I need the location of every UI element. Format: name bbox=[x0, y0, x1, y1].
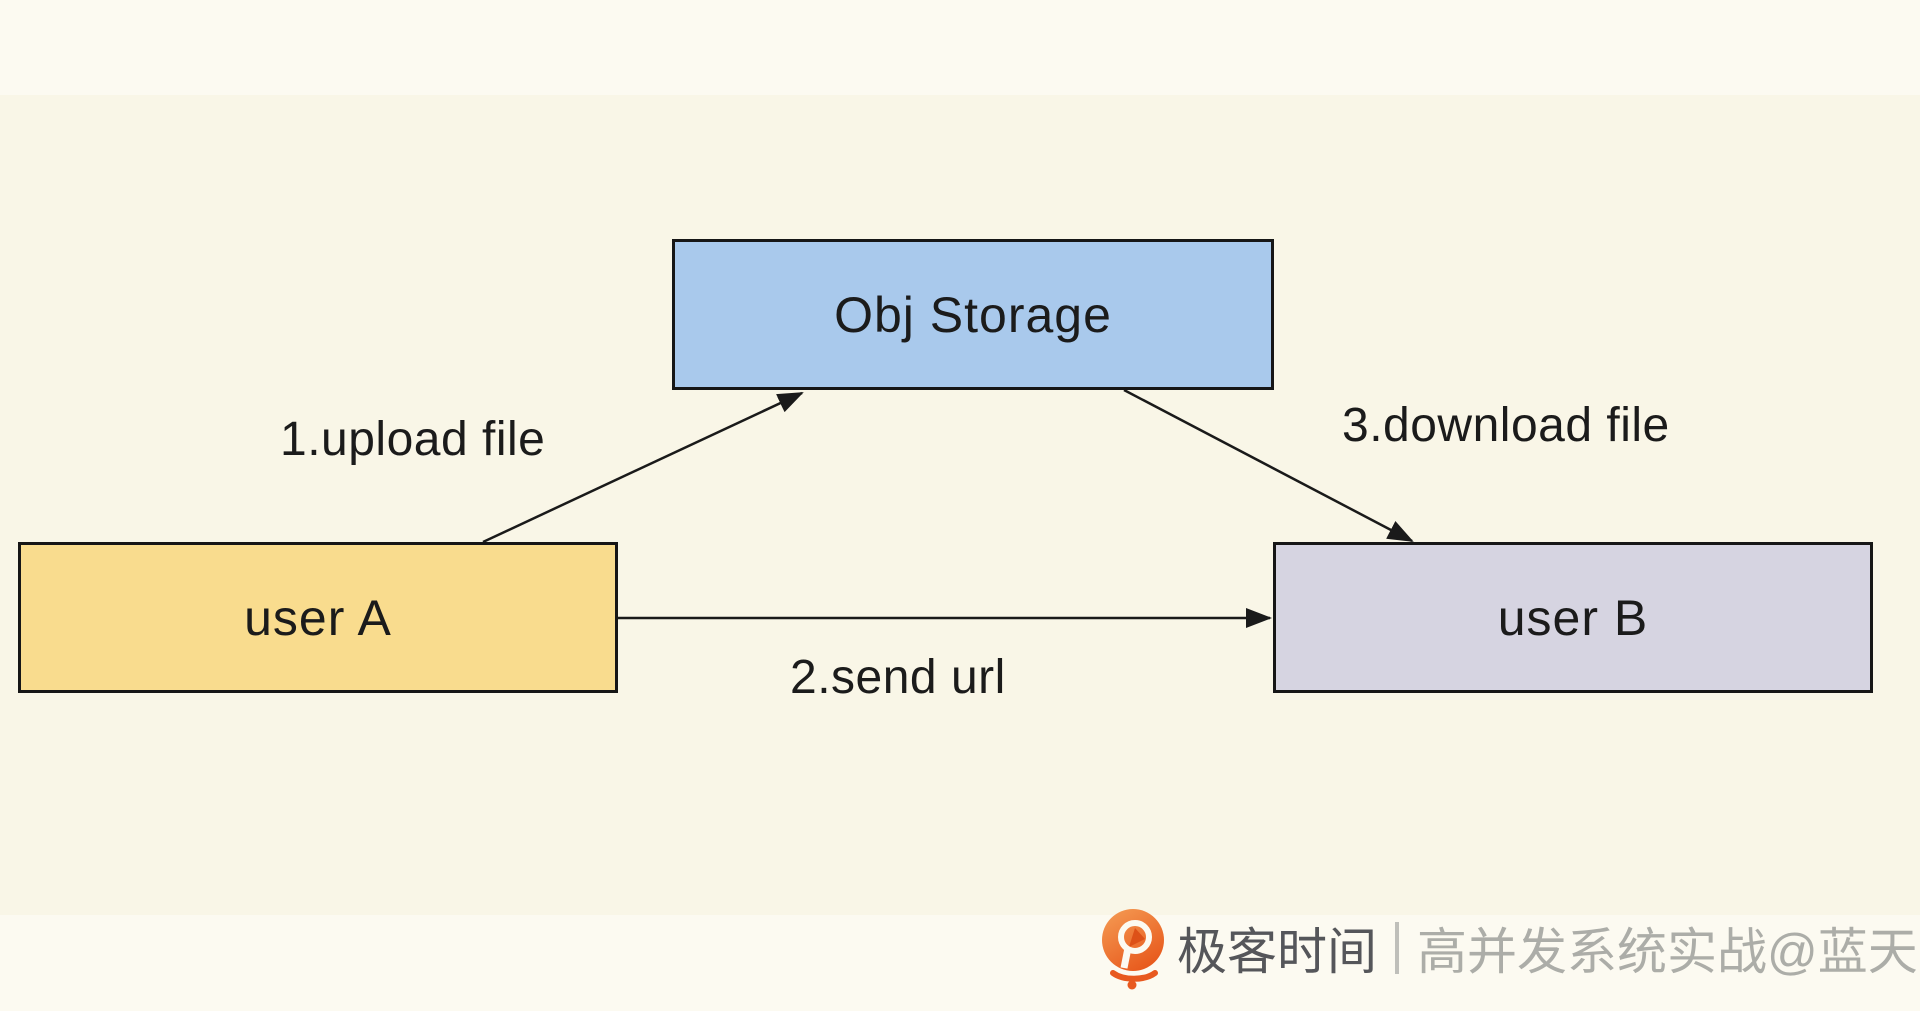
watermark-divider bbox=[1395, 922, 1399, 974]
node-obj-storage: Obj Storage bbox=[672, 239, 1274, 390]
watermark: 极客时间 高并发系统实战@蓝天 bbox=[1099, 904, 1918, 992]
geektime-logo-icon bbox=[1102, 909, 1164, 990]
node-user-a: user A bbox=[18, 542, 618, 693]
node-user-b: user B bbox=[1273, 542, 1873, 693]
send-url-arrow-label: 2.send url bbox=[790, 651, 1006, 704]
slide-background bbox=[0, 95, 1920, 915]
node-user-a-label: user A bbox=[244, 589, 392, 646]
download-arrow-label: 3.download file bbox=[1342, 399, 1670, 452]
upload-arrow bbox=[482, 391, 804, 544]
download-arrow bbox=[1123, 388, 1414, 543]
upload-arrow-label: 1.upload file bbox=[280, 413, 546, 466]
watermark-brand-text: 极客时间 bbox=[1177, 924, 1377, 980]
node-user-b-label: user B bbox=[1497, 589, 1649, 646]
page-strip-top bbox=[0, 0, 1920, 95]
node-obj-storage-label: Obj Storage bbox=[834, 286, 1112, 343]
page-strip-bottom bbox=[0, 915, 1920, 1011]
watermark-course-text: 高并发系统实战@蓝天 bbox=[1417, 924, 1918, 980]
